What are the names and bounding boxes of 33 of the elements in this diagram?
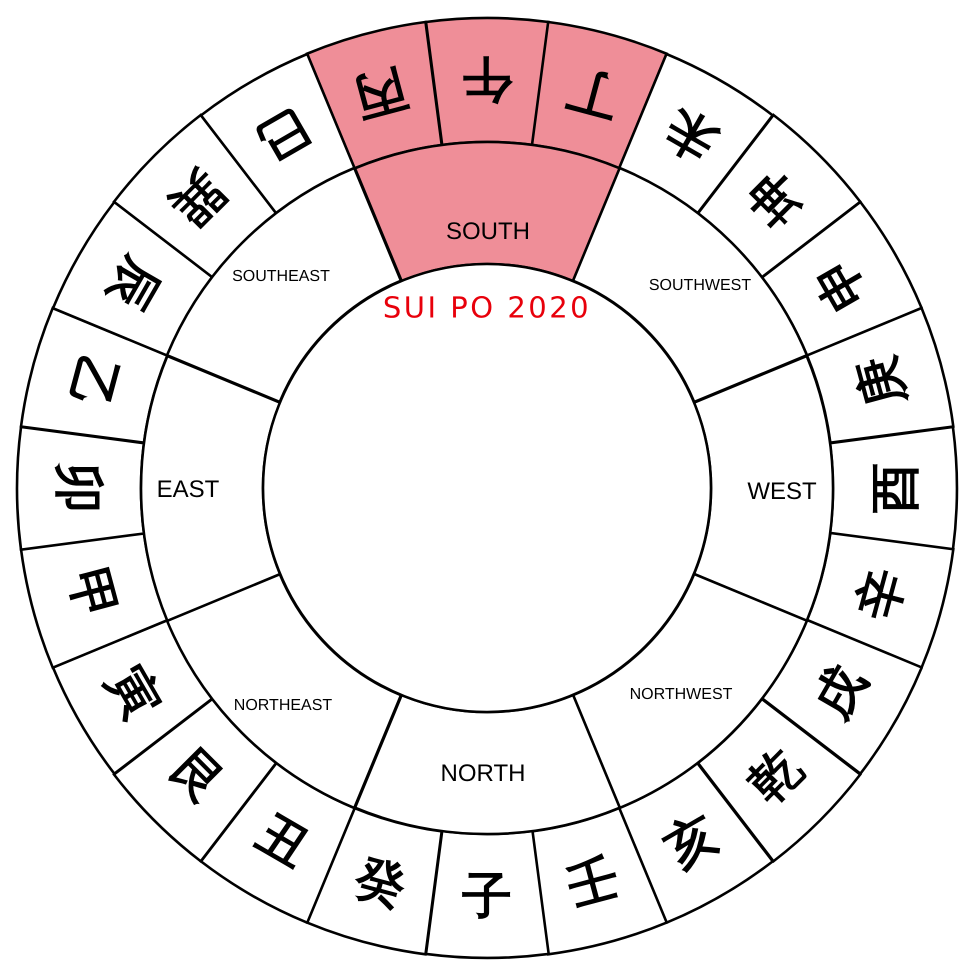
mountain-character: 未 bbox=[656, 100, 726, 169]
mountain-character: 乾 bbox=[740, 741, 811, 812]
mountain-character: 亥 bbox=[656, 807, 726, 876]
direction-label: WEST bbox=[747, 480, 817, 504]
mountain-character: 午 bbox=[462, 55, 512, 105]
mountain-character: 癸 bbox=[350, 851, 412, 913]
mountain-character: 卯 bbox=[54, 462, 104, 513]
mountain-character: 壬 bbox=[562, 851, 624, 913]
mountain-character: 艮 bbox=[163, 741, 234, 812]
mountain-character: 巽 bbox=[163, 164, 234, 235]
direction-label: SOUTHWEST bbox=[648, 278, 752, 294]
mountain-character: 戌 bbox=[806, 658, 874, 726]
direction-label: EAST bbox=[156, 478, 220, 502]
mountain-character: 丙 bbox=[350, 63, 412, 124]
direction-label: NORTHEAST bbox=[234, 698, 332, 714]
year-label: SUI PO 2020 bbox=[382, 294, 592, 322]
direction-label: SOUTH bbox=[446, 220, 530, 244]
mountain-character: 丁 bbox=[562, 63, 624, 124]
mountain-character: 寅 bbox=[100, 658, 168, 726]
direction-label: SOUTHEAST bbox=[232, 268, 330, 285]
mountain-character: 辛 bbox=[850, 562, 912, 624]
mountain-character: 酉 bbox=[870, 462, 920, 513]
mountain-character: 申 bbox=[806, 250, 874, 318]
direction-label: NORTHWEST bbox=[630, 686, 732, 703]
mountain-character: 坤 bbox=[740, 164, 811, 235]
direction-label: NORTH bbox=[440, 762, 526, 786]
mountain-character: 乙 bbox=[62, 352, 124, 413]
mountain-character: 庚 bbox=[850, 352, 912, 413]
mountain-character: 甲 bbox=[62, 562, 124, 624]
mountain-character: 巳 bbox=[248, 100, 318, 169]
mountain-character: 丑 bbox=[248, 807, 318, 876]
mountain-character: 辰 bbox=[100, 250, 168, 318]
mountain-character: 子 bbox=[462, 870, 512, 921]
